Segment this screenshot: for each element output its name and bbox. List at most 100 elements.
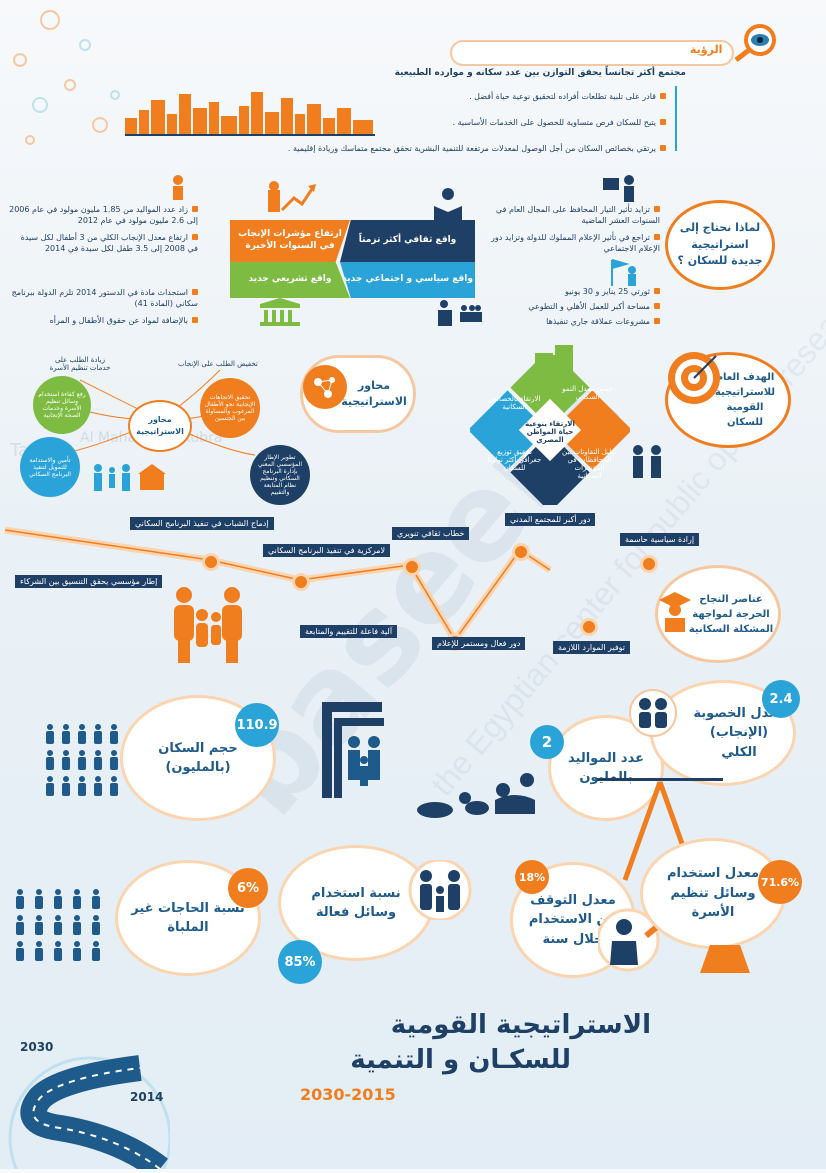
goal-diamonds bbox=[467, 347, 633, 513]
flag-protest-icon bbox=[608, 258, 644, 292]
band-legislation: واقع تشريعي جديد bbox=[230, 262, 350, 298]
why-left-top-2: ارتفاع معدل الإنجاب الكلي من 3 أطفال لكل… bbox=[20, 233, 198, 253]
doctor-icon bbox=[596, 905, 678, 979]
success-node-8: توفير الموارد اللازمة bbox=[553, 641, 631, 654]
why-left-bottom-2: بالإضافة لمواد عن حقوق الأطفال و المرأه bbox=[8, 316, 198, 327]
success-node-4: لامركزية في تنفيذ البرنامج السكاني bbox=[263, 544, 391, 557]
vision-bracket bbox=[675, 86, 677, 151]
stat-dropout-value: 18% bbox=[515, 860, 549, 894]
stat-unmet-label: نسبة الحاجات غير الملباة bbox=[131, 900, 245, 936]
goal-diamond-4: تحقيق توزيع جغرافي أكثر توازناً للسكان bbox=[487, 448, 542, 472]
why-right-bottom-3: مشروعات عملاقة جاري تنفيذها bbox=[490, 317, 660, 328]
why-right-top-1: تزايد تأثير التيار المحافظ على المجال ال… bbox=[495, 205, 660, 225]
stat-births-value: 2 bbox=[530, 725, 564, 759]
footer-years: 2030-2015 bbox=[300, 1085, 396, 1104]
parliament-icon bbox=[258, 298, 302, 332]
axis-item-1: زيادة الطلب على خدمات تنظيم الأسرة bbox=[49, 356, 111, 372]
vision-item-2: قادر على تلبية تطلعات أفراده لتحقيق نوعي… bbox=[469, 92, 666, 103]
band-culture: واقع ثقافي أكثر تزمتاً bbox=[340, 220, 475, 262]
why-title: لماذا نحتاج إلى استراتيجية جديدة للسكان … bbox=[677, 221, 763, 268]
success-node-3: آلية فاعلة للتقييم والمتابعة bbox=[300, 625, 398, 638]
family-orange-icon bbox=[170, 585, 250, 669]
road-year-bottom: 2014 bbox=[130, 1090, 164, 1104]
why-right-top-2: تراجع في تأثير الإعلام المملوك للدولة وت… bbox=[491, 233, 660, 253]
stat-fertility-label: معدل الخصوبة (الإنجاب) الكلي bbox=[693, 705, 785, 760]
success-node-9: إرادة سياسية حاسمة bbox=[620, 533, 700, 546]
stat-cpr-value: 71.6% bbox=[758, 860, 802, 904]
city-skyline-icon bbox=[125, 88, 375, 140]
people-row-icon bbox=[10, 885, 110, 969]
timeline-node-3 bbox=[403, 558, 421, 576]
building-family-icon bbox=[320, 700, 390, 804]
stat-effective-label: نسبة استخدام وسائل فعالة bbox=[311, 885, 401, 921]
goal-title: الهدف العام للاستراتيجية القومية للسكان bbox=[714, 372, 776, 428]
axis-item-3: رفع كفاءة استخدام وسائل تنظيم الأسرة وخد… bbox=[38, 391, 86, 419]
stat-population-label: حجم السكان (بالمليون) bbox=[158, 740, 238, 776]
axis-item-5: تأمين والاستدامة للتمويل لتنفيذ البرنامج… bbox=[29, 456, 71, 478]
rising-chart-icon bbox=[262, 180, 318, 224]
axes-center: محاور الاستراتيجية bbox=[136, 415, 184, 436]
goal-diamond-1: خفض معدل النمو السكاني bbox=[562, 385, 613, 401]
family-services-icon bbox=[90, 460, 170, 500]
band-culture-label: واقع ثقافي أكثر تزمتاً bbox=[358, 235, 457, 246]
axis-item-6: تطوير الإطار المؤسسي المعني بإدارة البرن… bbox=[257, 454, 303, 496]
axis-item-6-bubble: تطوير الإطار المؤسسي المعني بإدارة البرن… bbox=[250, 445, 310, 505]
goal-diamond-5: تقليل التفاوتات بين المحافظات في المؤشرا… bbox=[562, 448, 617, 480]
goal-diamond-3: الارتقاء بنوعية حياة المواطن المصري bbox=[525, 420, 575, 444]
success-node-6: دور فعال ومستمر للإعلام bbox=[432, 637, 526, 650]
vision-item-4: يرتقي بخصائص السكان من أجل الوصول لمعدلا… bbox=[288, 144, 666, 155]
axis-item-5-bubble: تأمين والاستدامة للتمويل لتنفيذ البرنامج… bbox=[20, 437, 80, 497]
why-title-bubble: لماذا نحتاج إلى استراتيجية جديدة للسكان … bbox=[665, 200, 775, 290]
target-icon bbox=[664, 348, 724, 412]
band-political: واقع سياسي و اجتماعي جديد bbox=[340, 262, 475, 298]
success-node-2: إدماج الشباب في تنفيذ البرنامج السكاني bbox=[130, 517, 274, 530]
goal-family-icon bbox=[630, 442, 670, 486]
success-node-1: إطار مؤسسي يحقق التنسيق بين الشركاء bbox=[15, 575, 163, 588]
children-icon bbox=[628, 688, 678, 742]
reader-icon bbox=[428, 186, 468, 226]
road-year-top: 2030 bbox=[20, 1040, 54, 1054]
band-legislation-label: واقع تشريعي جديد bbox=[248, 274, 332, 285]
magnifier-icon bbox=[732, 22, 782, 66]
vision-title: الرؤية bbox=[690, 43, 723, 56]
stat-unmet-value: 6% bbox=[228, 868, 268, 908]
people-grid-icon bbox=[40, 720, 125, 804]
band-political-label: واقع سياسي و اجتماعي جديد bbox=[342, 274, 473, 285]
network-icon bbox=[300, 362, 350, 416]
decorative-circles bbox=[0, 0, 140, 174]
axes-center-bubble: محاور الاستراتيجية bbox=[128, 400, 192, 452]
axes-title: محاور الاستراتيجية bbox=[341, 378, 407, 409]
stat-population-value: 110.9 bbox=[235, 703, 279, 747]
scale-base-icon bbox=[700, 945, 750, 979]
goal-diamond-2: الارتقاء بالخصائص السكانية bbox=[488, 395, 541, 411]
band-birth-indicators-label: ارتفاع مؤشرات الإنجاب في السنوات الأخيرة bbox=[238, 229, 342, 251]
axis-item-3-bubble: رفع كفاءة استخدام وسائل تنظيم الأسرة وخد… bbox=[33, 376, 91, 434]
success-title-bubble: عناصر النجاح الحرجة لمواجهة المشكلة السك… bbox=[655, 565, 781, 663]
stat-births-label: عدد المواليد بالمليون bbox=[568, 750, 644, 786]
timeline-node-5 bbox=[512, 543, 530, 561]
stat-fertility-value: 2.4 bbox=[762, 680, 800, 718]
goal-buildings-icon bbox=[535, 345, 575, 383]
success-title: عناصر النجاح الحرجة لمواجهة المشكلة السك… bbox=[688, 593, 774, 635]
why-right-bottom-2: مساحة أكبر للعمل الأهلي و التطوعي bbox=[490, 302, 660, 313]
timeline-node-7 bbox=[640, 555, 658, 573]
timeline-node-6 bbox=[580, 618, 598, 636]
success-node-7: دور أكبر للمجتمع المدني bbox=[505, 513, 596, 526]
footer-title-line1: الاستراتيجية القومية bbox=[390, 1010, 651, 1040]
stat-cpr-label: معدل استخدام وسائل تنظيم الأسرة bbox=[666, 866, 760, 921]
axis-item-2: تخفيض الطلب على الإنجاب bbox=[178, 360, 258, 368]
axis-item-4: تحقيق الاتجاهات الإيجابية نحو الأطفال ال… bbox=[204, 394, 256, 422]
vision-item-3: يتيح للسكان فرص متساوية للحصول على الخدم… bbox=[453, 118, 666, 129]
timeline-node-2 bbox=[292, 573, 310, 591]
band-birth-indicators: ارتفاع مؤشرات الإنجاب في السنوات الأخيرة bbox=[230, 220, 350, 262]
speaker-podium-icon bbox=[432, 298, 482, 332]
vision-item-1: مجتمع أكثر تجانساً يحقق التوازن بين عدد … bbox=[394, 68, 686, 78]
couple-icon bbox=[400, 858, 480, 924]
graduate-icon bbox=[655, 590, 695, 638]
stat-effective-value: 85% bbox=[278, 940, 322, 984]
person-icon-orange bbox=[168, 174, 188, 204]
success-node-5: خطاب ثقافي تنويري bbox=[392, 527, 470, 540]
timeline-node-1 bbox=[202, 553, 220, 571]
teacher-icon bbox=[603, 174, 639, 208]
axis-item-4-bubble: تحقيق الاتجاهات الإيجابية نحو الأطفال ال… bbox=[200, 378, 260, 438]
